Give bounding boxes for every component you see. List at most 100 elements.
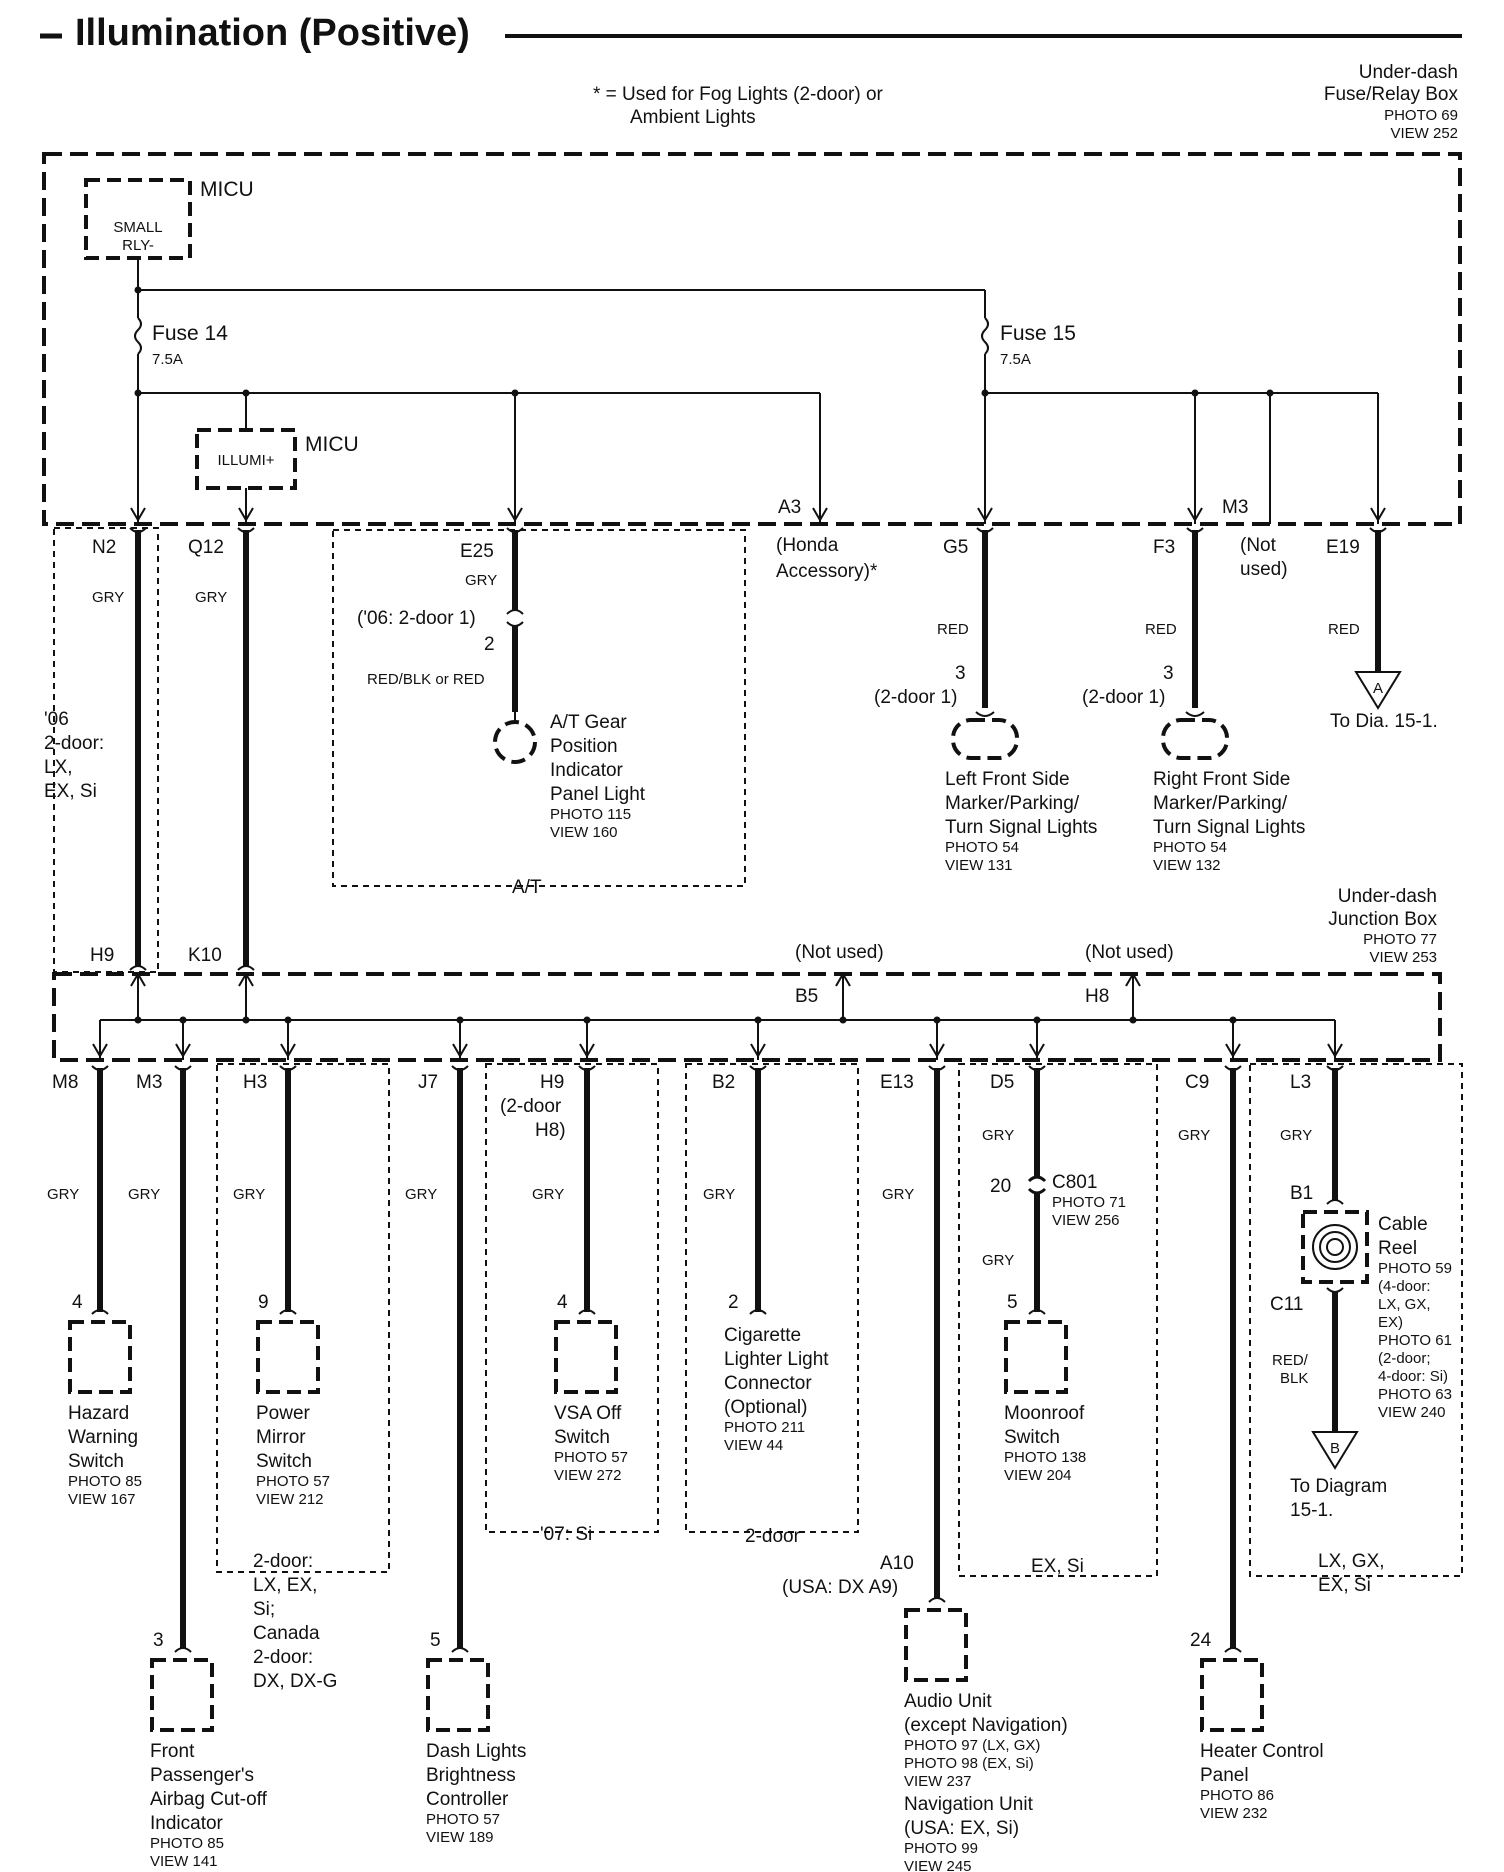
pin-h8: H8 <box>1085 986 1109 1007</box>
cable-photo-6: (2-door; <box>1378 1350 1431 1367</box>
fuse14-name: Fuse 14 <box>152 322 228 345</box>
inline-connector-c801 <box>1027 1175 1047 1195</box>
audio-pin-2: (USA: DX A9) <box>782 1577 898 1598</box>
audio-unit <box>904 1608 968 1682</box>
audio-label-1: Audio Unit <box>904 1691 992 1712</box>
pin-l3: L3 <box>1290 1072 1311 1093</box>
heater-view: VIEW 232 <box>1200 1805 1268 1822</box>
connector-moonroof <box>1028 1309 1046 1315</box>
page-title: Illumination (Positive) <box>75 12 470 54</box>
pin-e19: E19 <box>1326 537 1360 558</box>
power-mirror-label-3: Switch <box>256 1451 312 1472</box>
inline-connector-e25 <box>506 609 524 627</box>
wire-color: GRY <box>92 589 124 606</box>
illumi-label: ILLUMI+ <box>217 452 274 469</box>
front-pass-label-2: Passenger's <box>150 1765 254 1786</box>
pin-h9-junction: H9 <box>90 945 114 966</box>
hazard-switch <box>68 1320 132 1394</box>
wire-color: GRY <box>882 1186 914 1203</box>
power-mirror-region <box>216 1063 390 1573</box>
wire-color: GRY <box>128 1186 160 1203</box>
left-front-door: (2-door 1) <box>874 687 957 708</box>
door06-label: ('06: 2-door 1) <box>357 608 476 629</box>
right-front-label-3: Turn Signal Lights <box>1153 817 1305 838</box>
left-front-view: VIEW 131 <box>945 857 1013 874</box>
pin-e25: E25 <box>460 541 494 562</box>
hazard-pin: 4 <box>72 1292 83 1313</box>
wire-color: RED <box>937 621 969 638</box>
left-front-photo: PHOTO 54 <box>945 839 1019 856</box>
pm-opt-1: 2-door: <box>253 1551 313 1572</box>
connector-e19 <box>1369 527 1387 533</box>
honda-accessory-1: (Honda <box>776 535 839 556</box>
micu-illumi <box>195 428 297 490</box>
nav-label-2: (USA: EX, Si) <box>904 1818 1019 1839</box>
cable-photo-3: LX, GX, <box>1378 1296 1431 1313</box>
vsa-off-switch <box>554 1320 618 1394</box>
pm-opt-2: LX, EX, <box>253 1575 317 1596</box>
vsa-label-1: VSA Off <box>554 1403 622 1424</box>
cable-redblk-1: RED/ <box>1272 1352 1309 1369</box>
micu-label-1: MICU <box>200 178 254 201</box>
opt06-line-2: 2-door: <box>44 733 104 754</box>
junction-box-view: VIEW 253 <box>1369 949 1437 966</box>
cig-photo: PHOTO 211 <box>724 1419 805 1436</box>
wire-color: GRY <box>465 572 497 589</box>
honda-accessory-2: Accessory)* <box>776 561 878 582</box>
cable-b1: B1 <box>1290 1183 1313 1204</box>
pin-g5: G5 <box>943 537 968 558</box>
connector-left-front <box>975 711 995 717</box>
fuse-box-label-2: Fuse/Relay Box <box>1324 84 1459 105</box>
wire-color: GRY <box>982 1252 1014 1269</box>
right-front-view: VIEW 132 <box>1153 857 1221 874</box>
left-front-pin: 3 <box>955 663 966 684</box>
heater-label-2: Panel <box>1200 1765 1249 1786</box>
dash-photo: PHOTO 57 <box>426 1811 500 1828</box>
junction-box <box>52 972 1442 1062</box>
left-front-label-1: Left Front Side <box>945 769 1070 790</box>
cable-redblk-2: BLK <box>1280 1370 1308 1387</box>
wire-color: GRY <box>1280 1127 1312 1144</box>
cable-photo-5: PHOTO 61 <box>1378 1332 1452 1349</box>
fuse-box-label-1: Under-dash <box>1359 62 1458 83</box>
power-mirror-label-2: Mirror <box>256 1427 306 1448</box>
cable-option-1: LX, GX, <box>1318 1551 1385 1572</box>
wire-color: RED <box>1328 621 1360 638</box>
nav-label-1: Navigation Unit <box>904 1794 1034 1815</box>
power-mirror-switch <box>256 1320 320 1394</box>
nav-photo: PHOTO 99 <box>904 1840 978 1857</box>
junction-box-label-1: Under-dash <box>1338 886 1437 907</box>
at-gear-light <box>493 720 537 764</box>
front-pass-indicator <box>150 1658 214 1732</box>
at-gear-label-2: Position <box>550 736 618 757</box>
micu-small-relay <box>84 178 192 260</box>
moonroof-switch <box>1004 1320 1068 1394</box>
micu-label-2: MICU <box>305 433 359 456</box>
right-front-photo: PHOTO 54 <box>1153 839 1227 856</box>
off-page-triangle-a <box>1354 671 1402 710</box>
connector-right-front <box>1185 711 1205 717</box>
heater-label-1: Heater Control <box>1200 1741 1324 1762</box>
pm-opt-5: 2-door: <box>253 1647 313 1668</box>
wire-color: GRY <box>1178 1127 1210 1144</box>
cable-reel-region <box>1249 1063 1463 1577</box>
right-front-label-1: Right Front Side <box>1153 769 1290 790</box>
pin-m3-fuse: M3 <box>1222 497 1248 518</box>
hazard-label-1: Hazard <box>68 1403 129 1424</box>
relay-label-2: RLY- <box>122 237 154 254</box>
cig-label-1: Cigarette <box>724 1325 801 1346</box>
fuse15-symbol <box>981 317 989 355</box>
connector-k10 <box>237 965 255 971</box>
connector-q12 <box>237 527 255 533</box>
right-front-door: (2-door 1) <box>1082 687 1165 708</box>
wire-color: GRY <box>233 1186 265 1203</box>
pin-n2: N2 <box>92 537 116 558</box>
moonroof-label-2: Switch <box>1004 1427 1060 1448</box>
cable-to-1: To Diagram <box>1290 1476 1387 1497</box>
power-mirror-pin: 9 <box>258 1292 269 1313</box>
arrow-k10 <box>238 972 254 987</box>
hazard-view: VIEW 167 <box>68 1491 136 1508</box>
pin-2-label: 2 <box>484 634 495 655</box>
moonroof-photo: PHOTO 138 <box>1004 1449 1086 1466</box>
moonroof-region <box>958 1063 1158 1577</box>
